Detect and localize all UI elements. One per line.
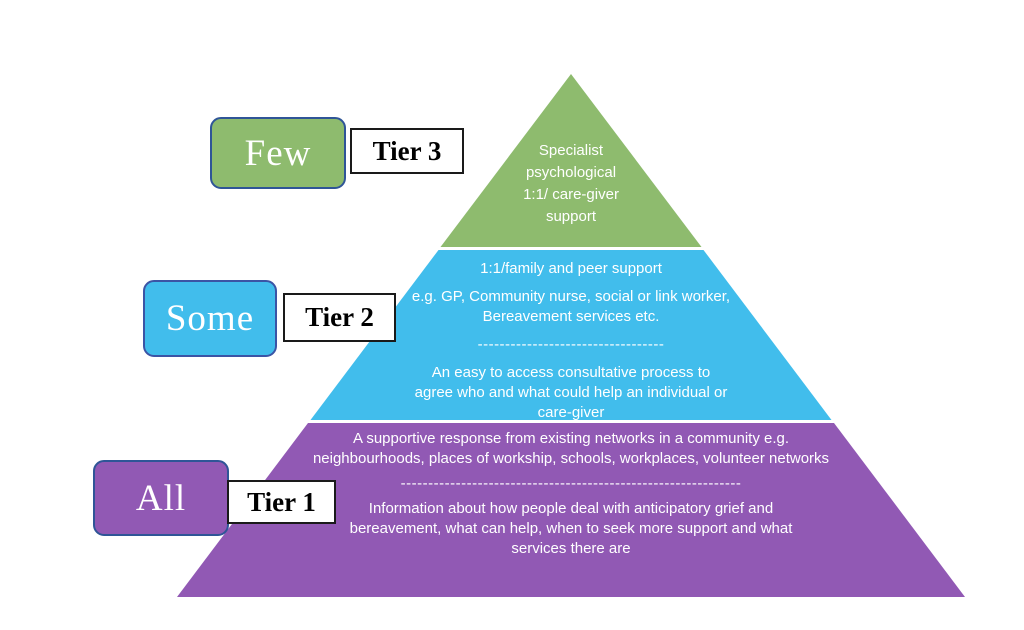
tier1-label: Tier 1 <box>247 486 316 517</box>
all-badge-label: All <box>135 477 187 519</box>
tier1-text-block: A supportive response from existing netw… <box>301 429 841 559</box>
few-badge-label: Few <box>244 132 312 174</box>
tier2-dashed-divider: ---------------------------------- <box>477 336 665 353</box>
tier1-paragraph-information: Information about how people deal with a… <box>349 500 793 557</box>
tier2-label: Tier 2 <box>305 302 374 332</box>
tier1-paragraph-networks: A supportive response from existing netw… <box>312 430 830 467</box>
tier2-paragraph-support: 1:1/family and peer support <box>480 260 662 277</box>
tier3-text-line: 1:1/ care-giver <box>523 186 619 203</box>
tier3-text-line: Specialist <box>538 142 604 159</box>
pyramid-tier2-band <box>310 250 832 420</box>
tier2-paragraph-process: An easy to access consultative process t… <box>414 364 728 421</box>
tier3-text-line: support <box>545 208 597 225</box>
pyramid-tier3-triangle <box>440 74 702 247</box>
tier3-text-line: psychological <box>525 164 617 181</box>
tier2-text-block: 1:1/family and peer support e.g. GP, Com… <box>361 259 781 423</box>
few-badge: Few <box>210 117 346 189</box>
tier2-label-box: Tier 2 <box>283 293 396 342</box>
some-badge-label: Some <box>165 298 255 339</box>
tier1-dashed-divider: ----------------------------------------… <box>400 475 742 492</box>
tier3-label: Tier 3 <box>372 135 442 166</box>
tier1-label-box: Tier 1 <box>227 480 336 524</box>
tier2-paragraph-examples: e.g. GP, Community nurse, social or link… <box>411 288 731 325</box>
tier3-label-box: Tier 3 <box>350 128 464 174</box>
some-badge: Some <box>143 280 277 357</box>
pyramid-tier1-band <box>177 423 965 597</box>
all-badge: All <box>93 460 229 536</box>
tier3-text-block: Specialist psychological 1:1/ care-giver… <box>491 140 651 228</box>
